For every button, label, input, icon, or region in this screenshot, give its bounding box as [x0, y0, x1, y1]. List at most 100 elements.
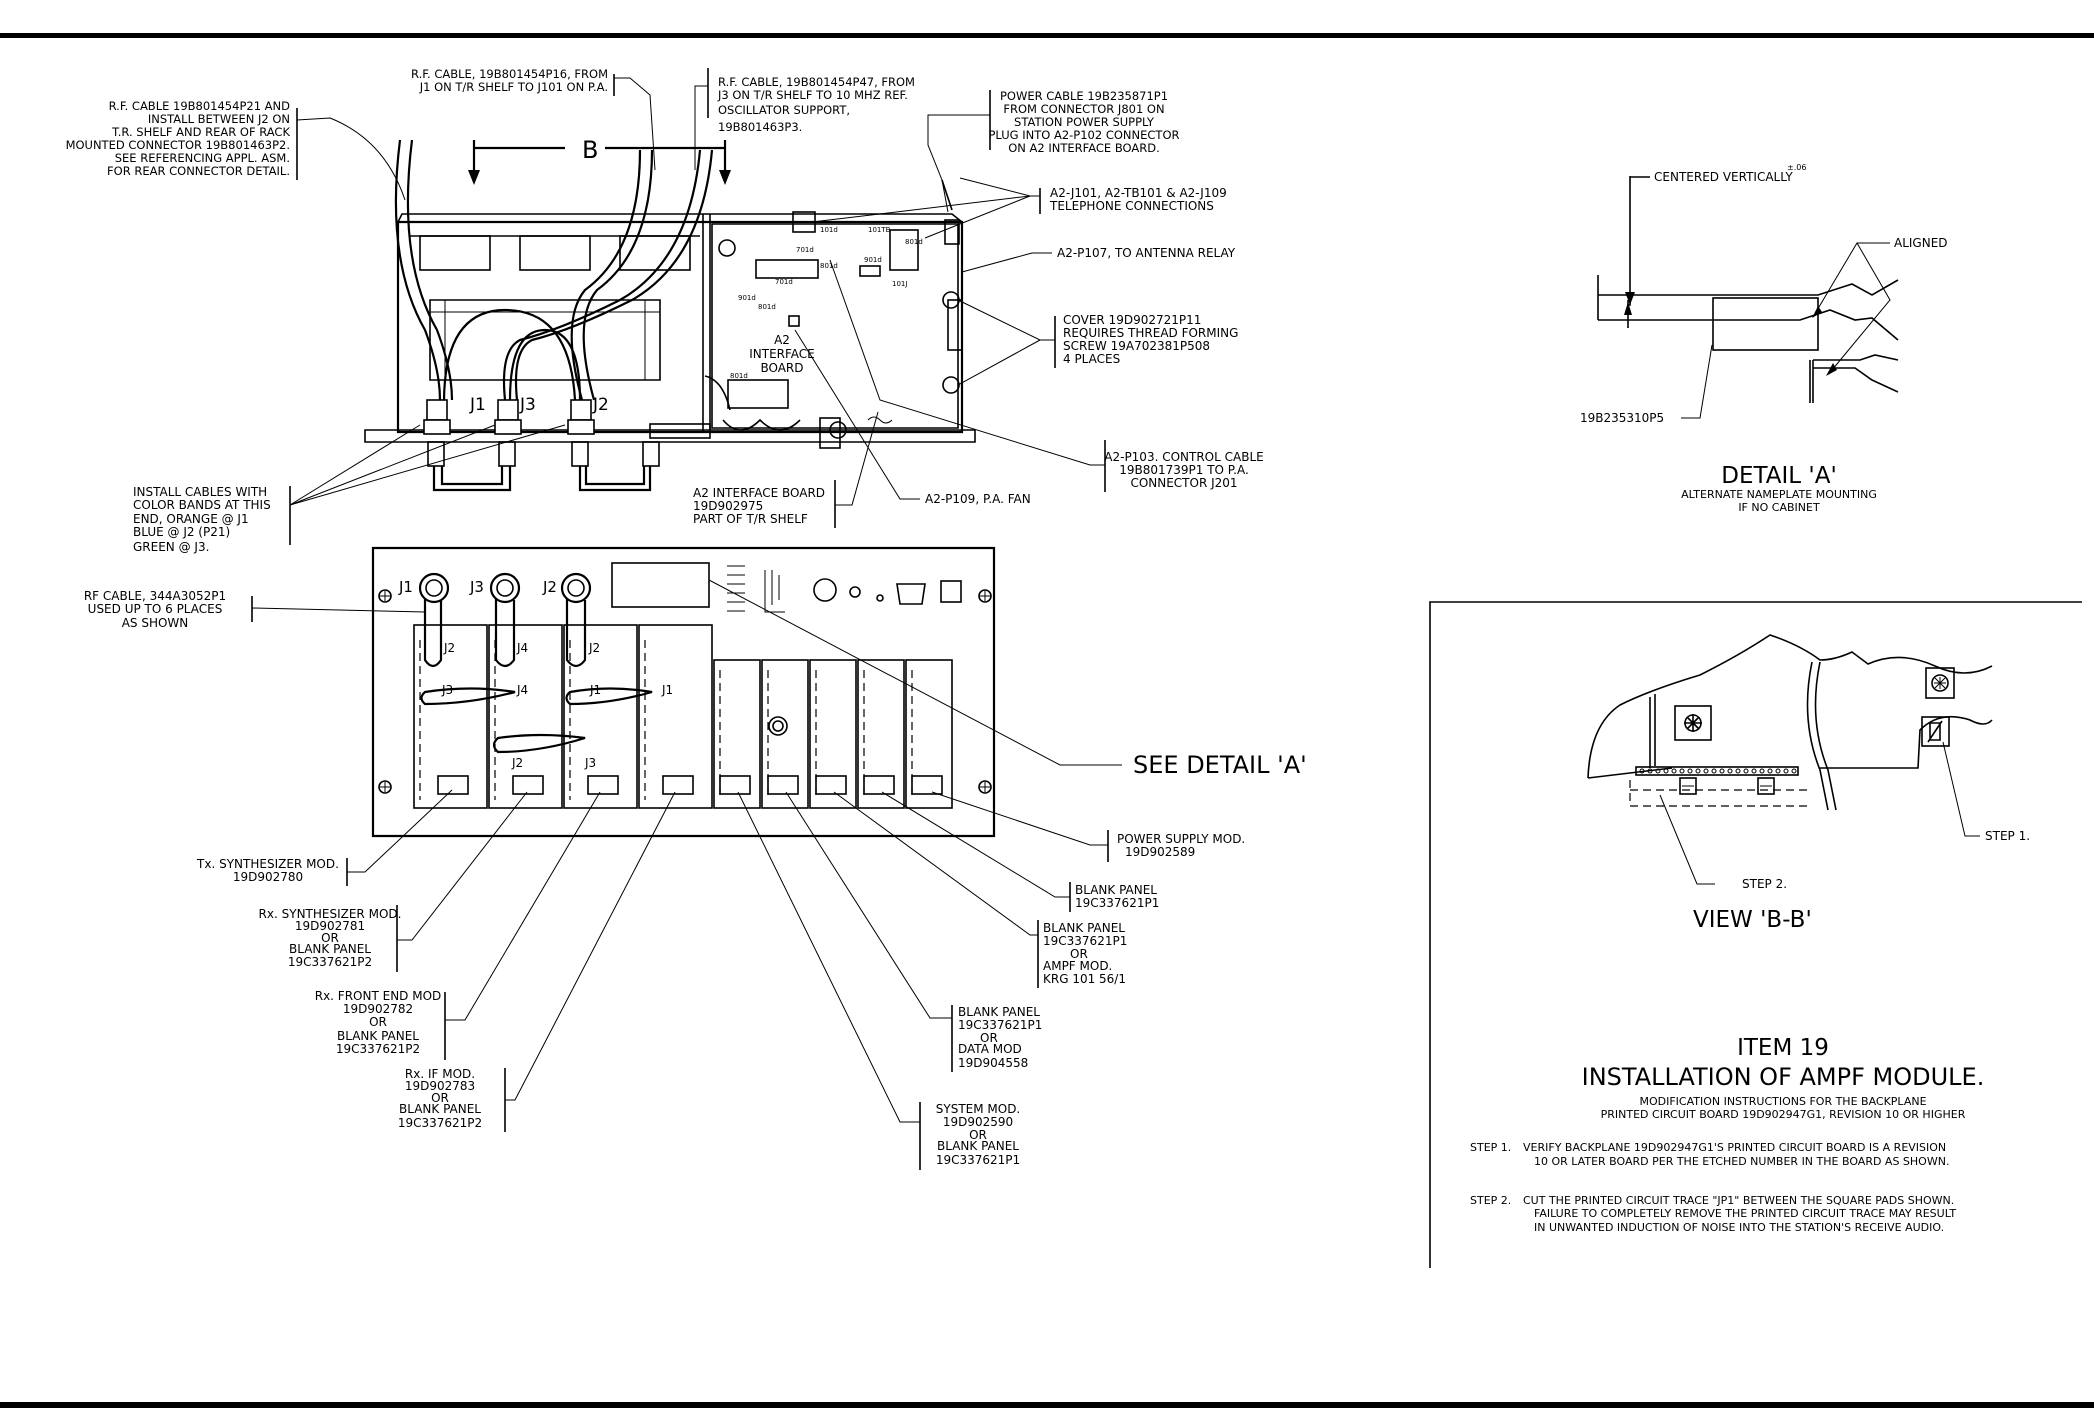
pcb-mark: 801d	[730, 372, 748, 380]
callout-rf-cable-344: RF CABLE, 344A3052P1 USED UP TO 6 PLACES…	[84, 589, 426, 630]
top-jack-j1: J1	[469, 395, 486, 415]
svg-text:ON A2 INTERFACE BOARD.: ON A2 INTERFACE BOARD.	[1008, 141, 1160, 155]
module-jack: J1	[661, 683, 673, 697]
callout-rx-front: Rx. FRONT END MOD 19D902782 OR BLANK PAN…	[315, 791, 601, 1060]
svg-text:USED UP TO 6 PLACES: USED UP TO 6 PLACES	[88, 602, 223, 616]
svg-text:19C337621P1: 19C337621P1	[1043, 934, 1127, 948]
item-number: ITEM 19	[1737, 1035, 1829, 1061]
step-1-label: STEP 1.	[1470, 1141, 1511, 1154]
view-bb-title: VIEW 'B-B'	[1693, 907, 1812, 933]
step-2-text: CUT THE PRINTED CIRCUIT TRACE "JP1" BETW…	[1523, 1194, 1954, 1207]
a2-board-label: BOARD	[760, 361, 803, 375]
svg-text:OR: OR	[431, 1091, 449, 1105]
svg-text:FOR REAR CONNECTOR DETAIL.: FOR REAR CONNECTOR DETAIL.	[107, 164, 290, 178]
callout-rx-synth: Rx. SYNTHESIZER MOD. 19D902781 OR BLANK …	[259, 791, 528, 972]
step-1-text: VERIFY BACKPLANE 19D902947G1'S PRINTED C…	[1523, 1141, 1946, 1154]
pcb-mark: 701d	[796, 246, 814, 254]
detail-a-subtitle: IF NO CABINET	[1738, 501, 1820, 514]
step-2-text: IN UNWANTED INDUCTION OF NOISE INTO THE …	[1534, 1221, 1944, 1234]
pcb-mark: 701d	[775, 278, 793, 286]
callout-rf-cable-p21: R.F. CABLE 19B801454P21 AND INSTALL BETW…	[66, 99, 406, 201]
svg-text:A2-P107, TO ANTENNA RELAY: A2-P107, TO ANTENNA RELAY	[1057, 246, 1236, 260]
svg-text:R.F. CABLE, 19B801454P16, FROM: R.F. CABLE, 19B801454P16, FROM	[411, 67, 608, 81]
svg-text:FROM CONNECTOR J801 ON: FROM CONNECTOR J801 ON	[1003, 102, 1164, 116]
callout-fan: A2-P109, P.A. FAN	[794, 329, 1031, 506]
callout-a2-board: A2 INTERFACE BOARD 19D902975 PART OF T/R…	[693, 411, 893, 528]
front-modules	[413, 624, 953, 809]
top-jack-j2: J2	[592, 395, 609, 415]
detail-a-subtitle: ALTERNATE NAMEPLATE MOUNTING	[1681, 488, 1877, 501]
item-title: INSTALLATION OF AMPF MODULE.	[1582, 1063, 1985, 1091]
bottom-border	[0, 1402, 2094, 1408]
front-view-panel: J1 J3 J2	[371, 546, 996, 838]
svg-text:COVER 19D902721P11: COVER 19D902721P11	[1063, 313, 1201, 327]
front-jack-j1: J1	[398, 578, 413, 596]
svg-text:AMPF MOD.: AMPF MOD.	[1043, 959, 1112, 973]
centered-vertically-label: CENTERED VERTICALLY	[1654, 170, 1793, 184]
svg-text:BLANK PANEL: BLANK PANEL	[958, 1005, 1040, 1019]
callout-telephone: A2-J101, A2-TB101 & A2-J109 TELEPHONE CO…	[811, 177, 1227, 239]
svg-text:4 PLACES: 4 PLACES	[1063, 352, 1120, 366]
a2-board-label: A2	[774, 333, 790, 347]
aligned-label: ALIGNED	[1894, 236, 1948, 250]
svg-text:19B801463P3.: 19B801463P3.	[718, 120, 802, 134]
callout-blank-ampf: BLANK PANEL 19C337621P1 OR AMPF MOD. KRG…	[833, 791, 1127, 988]
svg-text:A2-J101, A2-TB101 & A2-J109: A2-J101, A2-TB101 & A2-J109	[1050, 186, 1227, 200]
svg-text:R.F. CABLE 19B801454P21 AND: R.F. CABLE 19B801454P21 AND	[109, 99, 291, 113]
svg-text:COLOR BANDS AT THIS: COLOR BANDS AT THIS	[133, 498, 271, 512]
svg-text:END, ORANGE @ J1: END, ORANGE @ J1	[133, 512, 249, 526]
svg-text:19C337621P2: 19C337621P2	[336, 1042, 420, 1056]
svg-text:BLANK PANEL: BLANK PANEL	[1075, 883, 1157, 897]
top-view-shelf: J1 J3 J2 801d 101d 101TB 801d 101J 701d …	[364, 139, 976, 492]
callout-tx-synth: Tx. SYNTHESIZER MOD. 19D902780	[196, 789, 453, 886]
svg-text:19C337621P1: 19C337621P1	[958, 1018, 1042, 1032]
svg-text:KRG 101 56/1: KRG 101 56/1	[1043, 972, 1126, 986]
top-border	[0, 33, 2094, 38]
svg-text:SYSTEM MOD.: SYSTEM MOD.	[936, 1102, 1021, 1116]
svg-text:J1 ON T/R SHELF TO J101 ON P.A: J1 ON T/R SHELF TO J101 ON P.A.	[419, 80, 608, 94]
module-jack: J2	[588, 641, 600, 655]
svg-text:19D902589: 19D902589	[1125, 845, 1195, 859]
svg-text:19C337621P1: 19C337621P1	[936, 1153, 1020, 1167]
pcb-mark: 101J	[892, 280, 907, 288]
svg-text:SCREW 19A702381P508: SCREW 19A702381P508	[1063, 339, 1210, 353]
svg-text:OR: OR	[369, 1015, 387, 1029]
svg-text:19D902783: 19D902783	[405, 1079, 475, 1093]
module-jack: J4	[516, 683, 528, 697]
callout-blank-data: BLANK PANEL 19C337621P1 OR DATA MOD 19D9…	[785, 791, 1042, 1072]
module-jack: J1	[589, 683, 601, 697]
svg-text:19C337621P2: 19C337621P2	[398, 1116, 482, 1130]
svg-text:19B801739P1 TO P.A.: 19B801739P1 TO P.A.	[1119, 463, 1249, 477]
svg-text:A2-P103. CONTROL CABLE: A2-P103. CONTROL CABLE	[1104, 450, 1263, 464]
svg-text:BLANK PANEL: BLANK PANEL	[399, 1102, 481, 1116]
svg-text:J3 ON T/R SHELF TO 10 MHZ REF.: J3 ON T/R SHELF TO 10 MHZ REF.	[717, 88, 908, 102]
callout-rf-cable-p47: R.F. CABLE, 19B801454P47, FROM J3 ON T/R…	[694, 68, 915, 170]
svg-text:19D902975: 19D902975	[693, 499, 763, 513]
pcb-mark: 801d	[905, 238, 923, 246]
item-subtitle: PRINTED CIRCUIT BOARD 19D902947G1, REVIS…	[1601, 1108, 1966, 1121]
svg-text:RF CABLE, 344A3052P1: RF CABLE, 344A3052P1	[84, 589, 226, 603]
module-jack: J2	[443, 641, 455, 655]
item-19-panel: STEP 1. STEP 2. VIEW 'B-B' ITEM 19 INSTA…	[1429, 601, 2082, 1268]
callout-blank-panel-1: BLANK PANEL 19C337621P1	[881, 791, 1159, 912]
step-2-label: STEP 2.	[1470, 1194, 1511, 1207]
step-1-text: 10 OR LATER BOARD PER THE ETCHED NUMBER …	[1534, 1155, 1949, 1168]
svg-text:INSTALL BETWEEN J2 ON: INSTALL BETWEEN J2 ON	[148, 112, 290, 126]
svg-text:BLUE @ J2 (P21): BLUE @ J2 (P21)	[133, 525, 230, 539]
item-subtitle: MODIFICATION INSTRUCTIONS FOR THE BACKPL…	[1639, 1095, 1926, 1108]
svg-text:DATA MOD: DATA MOD	[958, 1042, 1022, 1056]
svg-text:INSTALL CABLES WITH: INSTALL CABLES WITH	[133, 485, 267, 499]
svg-text:19D902781: 19D902781	[295, 919, 365, 933]
top-connectors	[423, 399, 660, 492]
svg-text:OR: OR	[980, 1031, 998, 1045]
svg-text:BLANK PANEL: BLANK PANEL	[337, 1029, 419, 1043]
svg-text:A2 INTERFACE BOARD: A2 INTERFACE BOARD	[693, 486, 825, 500]
pcb-mark: 901d	[864, 256, 882, 264]
pcb-mark: 801d	[820, 262, 838, 270]
svg-text:PART OF T/R SHELF: PART OF T/R SHELF	[693, 512, 808, 526]
svg-text:T.R. SHELF AND REAR OF RACK: T.R. SHELF AND REAR OF RACK	[111, 125, 290, 139]
top-jack-j3: J3	[519, 395, 536, 415]
module-jack: J3	[441, 683, 453, 697]
svg-text:MOUNTED CONNECTOR 19B801463P2.: MOUNTED CONNECTOR 19B801463P2.	[66, 138, 290, 152]
